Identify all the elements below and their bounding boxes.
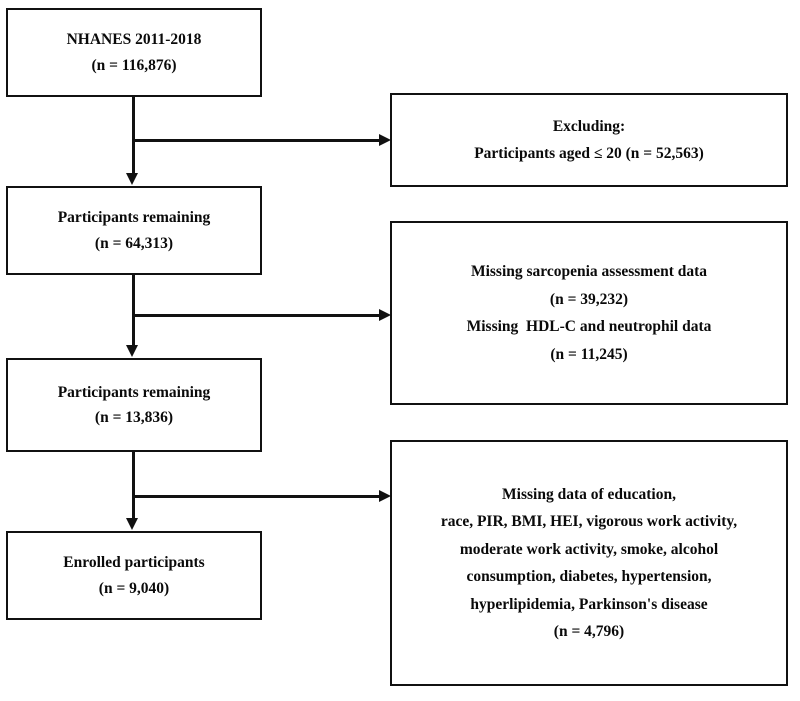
- node-exclude-data-line-4: (n = 11,245): [550, 345, 628, 363]
- node-exclusion-missing-covariates: Missing data of education, race, PIR, BM…: [390, 440, 788, 686]
- connector-vertical-1: [132, 97, 135, 173]
- node-remaining2-line-1: Participants remaining: [57, 383, 211, 401]
- node-exclude-data-line-1: Missing sarcopenia assessment data: [470, 263, 708, 280]
- node-enrolled-line-2: (n = 9,040): [98, 579, 170, 597]
- connector-vertical-2: [132, 275, 135, 346]
- node-remaining1-line-1: Participants remaining: [57, 209, 211, 226]
- node-exclude-covars-line-3: moderate work activity, smoke, alcohol: [459, 540, 719, 558]
- connector-horizontal-1: [132, 139, 384, 142]
- node-exclude-covars-line-5: hyperlipidemia, Parkinson's disease: [470, 595, 708, 613]
- node-participants-remaining-1: Participants remaining (n = 64,313): [6, 186, 262, 275]
- node-exclusion-age: Excluding: Participants aged ≤ 20 (n = 5…: [390, 93, 788, 187]
- arrowhead-down-2: [126, 345, 138, 357]
- node-source-population: NHANES 2011-2018 (n = 116,876): [6, 8, 262, 97]
- node-exclude-covars-line-6: (n = 4,796): [553, 623, 625, 640]
- node-enrolled-line-1: Enrolled participants: [63, 554, 205, 571]
- connector-horizontal-2: [132, 314, 384, 317]
- node-remaining1-line-2: (n = 64,313): [94, 234, 174, 252]
- node-source-line-2: (n = 116,876): [91, 56, 177, 74]
- arrowhead-down-1: [126, 173, 138, 185]
- node-exclude-covars-line-4: consumption, diabetes, hypertension,: [466, 568, 712, 585]
- node-exclude-covars-line-2: race, PIR, BMI, HEI, vigorous work activ…: [440, 513, 738, 530]
- node-source-line-1: NHANES 2011-2018: [66, 31, 202, 48]
- node-exclusion-missing-measures: Missing sarcopenia assessment data (n = …: [390, 221, 788, 405]
- node-exclude-age-line-1: Excluding:: [552, 117, 626, 135]
- connector-vertical-3: [132, 452, 135, 519]
- arrowhead-right-2: [379, 308, 391, 321]
- node-remaining2-line-2: (n = 13,836): [94, 409, 174, 426]
- arrowhead-down-3: [126, 518, 138, 530]
- arrowhead-right-3: [379, 489, 391, 502]
- node-participants-remaining-2: Participants remaining (n = 13,836): [6, 358, 262, 452]
- node-exclude-covars-line-1: Missing data of education,: [502, 485, 676, 503]
- node-enrolled-participants: Enrolled participants (n = 9,040): [6, 531, 262, 620]
- node-exclude-age-line-2: Participants aged ≤ 20 (n = 52,563): [474, 145, 704, 162]
- arrowhead-right-1: [379, 133, 391, 146]
- node-exclude-data-line-3: Missing HDL-C and neutrophil data: [466, 318, 712, 335]
- node-exclude-data-line-2: (n = 39,232): [549, 290, 629, 308]
- connector-horizontal-3: [132, 495, 384, 498]
